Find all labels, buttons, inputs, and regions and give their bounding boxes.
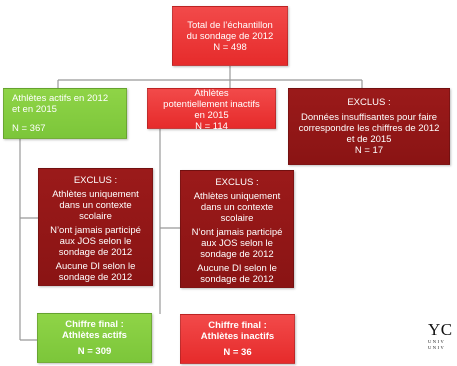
final-active-count: N = 309: [77, 346, 112, 357]
excluded-insufficient-data-box: EXCLUS : Données insuffisantes pour fair…: [288, 88, 450, 165]
logo-small-line1: UNIV: [428, 339, 446, 344]
excluded-inactive-item1-line1: Athlètes uniquement: [193, 191, 281, 202]
active-athletes-line1: Athlètes actifs en 2012: [12, 93, 109, 104]
potentially-inactive-box: Athlètes potentiellement inactifs en 201…: [147, 87, 276, 132]
potentially-inactive-count: N = 114: [195, 120, 228, 132]
excluded-insufficient-line3: et de 2015: [346, 134, 392, 145]
total-sample-line1: Total de l’échantillon: [187, 19, 273, 31]
excluded-active-item2-line2: aux JOS selon le: [59, 236, 132, 247]
total-sample-line2: du sondage de 2012: [186, 30, 274, 42]
excluded-inactive-item3-line2: sondage de 2012: [200, 274, 274, 285]
total-sample-count: N = 498: [213, 41, 247, 53]
excluded-active-item3-line2: sondage de 2012: [58, 272, 133, 283]
final-inactive-line2: Athlètes inactifs: [200, 331, 275, 342]
excluded-inactive-item2-line3: sondage de 2012: [200, 249, 274, 260]
active-athletes-line2: et en 2015: [12, 104, 57, 115]
final-active-line2: Athlètes actifs: [62, 330, 127, 341]
excluded-active-item3-line1: Aucune DI selon le: [55, 261, 136, 272]
excluded-active-item1-line3: scolaire: [79, 211, 112, 222]
excluded-active-item2-line1: N’ont jamais participé: [50, 225, 141, 236]
final-inactive-count: N = 36: [223, 347, 252, 358]
active-athletes-count: N = 367: [12, 123, 46, 134]
final-active-line1: Chiffre final :: [65, 319, 124, 330]
excluded-insufficient-line1: Données insuffisantes pour faire: [300, 112, 438, 123]
excluded-active-item1-line1: Athlètes uniquement: [52, 189, 139, 200]
excluded-active-item2-line3: sondage de 2012: [58, 247, 133, 258]
logo-small-line2: UNIV: [428, 345, 446, 350]
potentially-inactive-line1: Athlètes: [194, 87, 229, 99]
excluded-insufficient-line2: correspondre les chiffres de 2012: [298, 123, 440, 134]
excluded-inactive-item1-line2: dans un contexte: [200, 202, 274, 213]
logo-letters: YC: [428, 320, 453, 339]
excluded-insufficient-title: EXCLUS :: [347, 97, 391, 108]
active-athletes-box: Athlètes actifs en 2012 et en 2015 N = 3…: [3, 88, 127, 139]
university-logo: YC UNIV UNIV: [428, 321, 453, 350]
excluded-inactive-item2-line2: aux JOS selon le: [201, 238, 273, 249]
potentially-inactive-line3: en 2015: [194, 109, 229, 121]
final-inactive-line1: Chiffre final :: [208, 320, 267, 331]
excluded-inactive-item3-line1: Aucune DI selon le: [197, 263, 277, 274]
excluded-active-item1-line2: dans un contexte: [59, 200, 132, 211]
total-sample-box: Total de l’échantillon du sondage de 201…: [172, 6, 288, 66]
excluded-inactive-criteria-box: EXCLUS : Athlètes uniquement dans un con…: [180, 170, 294, 288]
excluded-insufficient-count: N = 17: [354, 145, 384, 156]
final-active-box: Chiffre final : Athlètes actifs N = 309: [37, 313, 152, 363]
excluded-inactive-item2-line1: N’ont jamais participé: [191, 227, 283, 238]
excluded-inactive-item1-line3: scolaire: [220, 213, 254, 224]
excluded-active-criteria-box: EXCLUS : Athlètes uniquement dans un con…: [38, 168, 153, 286]
final-inactive-box: Chiffre final : Athlètes inactifs N = 36: [180, 314, 295, 364]
excluded-inactive-title: EXCLUS :: [215, 177, 259, 188]
excluded-active-title: EXCLUS :: [73, 175, 118, 186]
potentially-inactive-line2: potentiellement inactifs: [163, 98, 260, 110]
